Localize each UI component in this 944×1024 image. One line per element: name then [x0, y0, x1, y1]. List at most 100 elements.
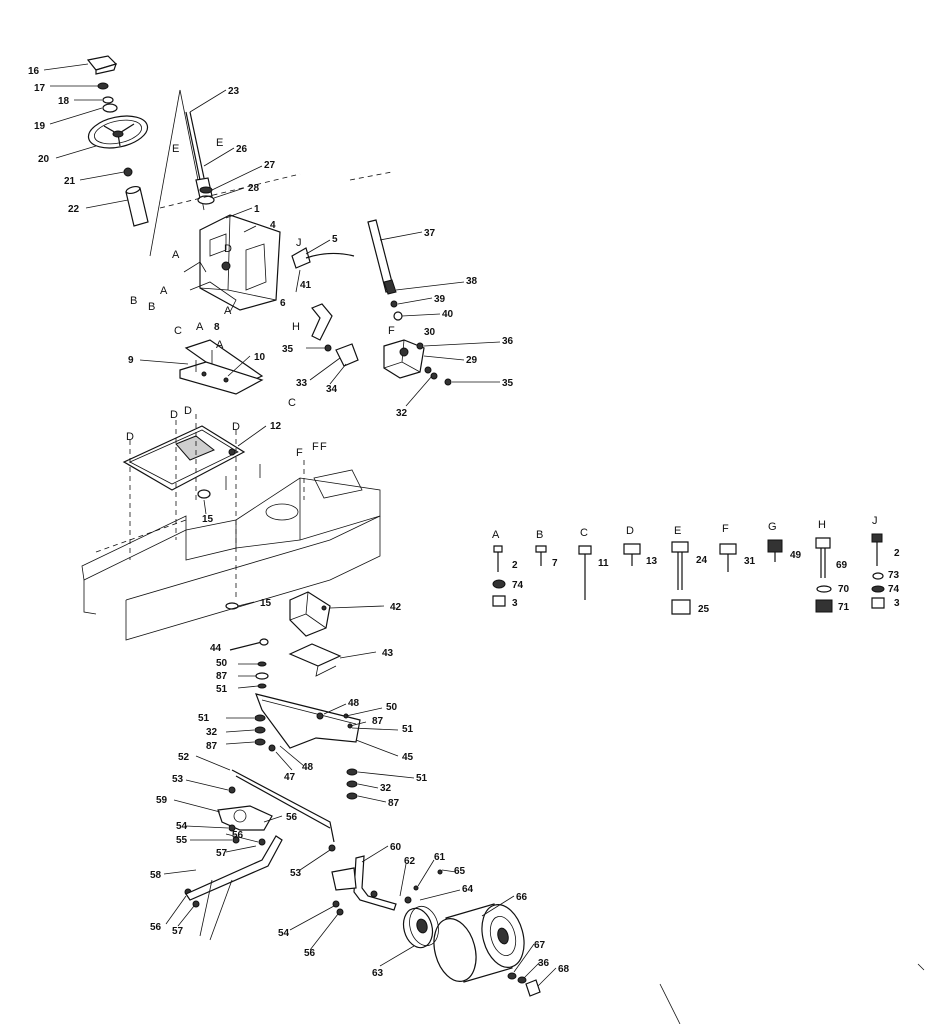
label-51c: 51	[402, 724, 414, 735]
legend-letter-A: A	[492, 529, 500, 541]
legend-H-item-3: 71	[838, 602, 850, 613]
arm-41	[311, 303, 333, 341]
hardware-D	[623, 543, 641, 566]
ref-A5: A	[216, 339, 224, 351]
label-35b: 35	[502, 378, 514, 389]
front-wheel	[433, 903, 525, 983]
label-22: 22	[68, 204, 80, 215]
label-61: 61	[434, 852, 446, 863]
label-50a: 50	[216, 658, 228, 669]
label-34: 34	[326, 384, 338, 395]
wheel-hardware	[507, 972, 541, 997]
label-32c: 32	[380, 783, 392, 794]
label-35a: 35	[282, 344, 294, 355]
label-16: 16	[28, 66, 40, 77]
label-6: 6	[280, 298, 286, 309]
label-56c: 56	[150, 922, 162, 933]
label-53b: 53	[290, 868, 302, 879]
label-48a: 48	[348, 698, 360, 709]
label-87a: 87	[216, 671, 228, 682]
legend-letter-G: G	[768, 521, 777, 533]
legend-letter-J: J	[872, 515, 878, 527]
ref-F4: F	[320, 441, 327, 453]
bracket-42	[289, 591, 331, 637]
linkage-5	[291, 247, 355, 293]
label-87c: 87	[372, 716, 384, 727]
drag-link-37	[367, 219, 403, 321]
steering-wheel-group	[86, 55, 149, 227]
label-62: 62	[404, 856, 416, 867]
label-1: 1	[254, 204, 260, 215]
hardware-legend	[492, 533, 885, 615]
hardware-legend-labels: A 2 74 3 B 7 C 11 D 13 E 24 25 F 31 G 49…	[492, 515, 900, 615]
legend-D-item-1: 13	[646, 556, 658, 567]
label-87d: 87	[388, 798, 400, 809]
label-28: 28	[248, 183, 260, 194]
bracket-43	[288, 643, 342, 677]
label-40: 40	[442, 309, 454, 320]
label-37: 37	[424, 228, 436, 239]
hub-63	[402, 905, 439, 949]
label-51b: 51	[198, 713, 210, 724]
steering-shaft	[149, 89, 215, 257]
label-20: 20	[38, 154, 50, 165]
label-10: 10	[254, 352, 266, 363]
ref-C1: C	[174, 325, 182, 337]
ref-F2: F	[296, 447, 303, 459]
label-68: 68	[558, 964, 570, 975]
label-45: 45	[402, 752, 414, 763]
label-27: 27	[264, 160, 276, 171]
label-67: 67	[534, 940, 546, 951]
label-52: 52	[178, 752, 190, 763]
label-54a: 54	[176, 821, 188, 832]
legend-letter-F: F	[722, 523, 729, 535]
spindle-60	[331, 855, 443, 911]
floor-plate-12	[122, 425, 246, 491]
hardware-H	[815, 537, 833, 613]
label-56d: 56	[304, 948, 316, 959]
label-41: 41	[300, 280, 312, 291]
tractor-frame	[81, 171, 393, 641]
legend-H-item-1: 69	[836, 560, 848, 571]
ref-C2: C	[288, 397, 296, 409]
legend-letter-D: D	[626, 525, 634, 537]
ref-J1: J	[296, 237, 302, 249]
legend-C-item-1: 11	[598, 558, 609, 569]
label-47: 47	[284, 772, 296, 783]
part-33-34	[324, 343, 359, 367]
label-50b: 50	[386, 702, 398, 713]
drag-link-58	[185, 835, 283, 937]
ref-E2: E	[216, 137, 223, 149]
hardware-A	[492, 545, 506, 607]
bolt-44	[229, 638, 269, 651]
bracket-plate-9-10	[179, 339, 264, 395]
hardware-E	[671, 541, 691, 615]
label-66: 66	[516, 892, 528, 903]
label-56a: 56	[286, 812, 298, 823]
label-64: 64	[462, 884, 474, 895]
spindle-59	[217, 786, 273, 831]
label-48b: 48	[302, 762, 314, 773]
label-53a: 53	[172, 774, 184, 785]
label-57a: 57	[216, 848, 228, 859]
label-32b: 32	[206, 727, 218, 738]
legend-J-item-1: 2	[894, 548, 900, 559]
hardware-C	[578, 545, 592, 600]
clip-15	[197, 489, 239, 610]
label-15a: 15	[202, 514, 214, 525]
label-56b: 56	[232, 830, 244, 841]
label-15b: 15	[260, 598, 272, 609]
legend-J-item-3: 74	[888, 584, 900, 595]
ref-D5: D	[126, 431, 134, 443]
label-59: 59	[156, 795, 168, 806]
label-23: 23	[228, 86, 240, 97]
legend-G-item-1: 49	[790, 550, 802, 561]
label-36: 36	[502, 336, 514, 347]
legend-H-item-2: 70	[838, 584, 850, 595]
label-33: 33	[296, 378, 308, 389]
spindle-small-parts	[184, 824, 344, 916]
label-4: 4	[270, 220, 276, 231]
legend-A-item-1: 2	[512, 560, 518, 571]
legend-A-item-3: 3	[512, 598, 518, 609]
legend-J-item-2: 73	[888, 570, 900, 581]
